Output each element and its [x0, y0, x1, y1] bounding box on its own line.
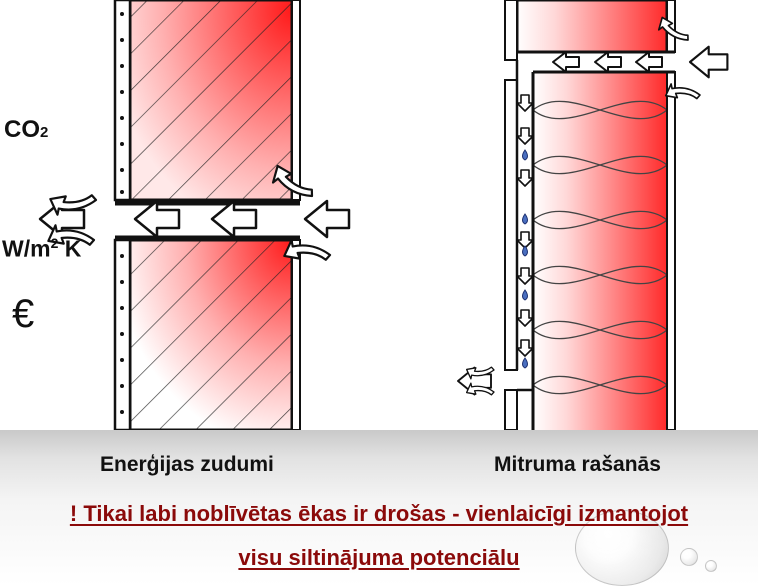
co2-label: CO2: [4, 116, 49, 143]
channel-arrow-3: [552, 51, 580, 73]
gap-arrow-1: [210, 199, 258, 239]
left-wall-plaster-top: [113, 0, 132, 202]
inflow-arrow-right: [688, 45, 729, 79]
heat-loss-unit-label: W/m2 K: [2, 235, 82, 262]
warning-line-2: visu siltinājuma potenciālu: [238, 545, 520, 570]
right-wall: [504, 0, 676, 430]
wall-diagram-canvas: [38, 0, 729, 430]
inflow-arrow: [303, 199, 351, 239]
right-airflow-arrows: [457, 10, 729, 406]
euro-icon: €: [12, 292, 35, 336]
warning-line-1: ! Tikai labi noblīvētas ēkas ir drošas -…: [69, 501, 689, 526]
channel-arrow-2: [594, 51, 622, 73]
gap-arrow-2: [133, 199, 181, 239]
left-wall: [113, 0, 301, 430]
channel-arrow-1: [635, 51, 663, 73]
bubble-decoration: [575, 510, 669, 586]
right-wall-insulation: [533, 72, 667, 430]
right-wall-top-block: [517, 0, 667, 52]
bubble-decoration-tiny: [705, 560, 717, 572]
water-droplets: [522, 149, 528, 369]
caption-energy-loss: Enerģijas zudumi: [100, 453, 274, 476]
bubble-decoration-small: [680, 548, 698, 566]
caption-moisture: Mitruma rašanās: [494, 453, 661, 476]
